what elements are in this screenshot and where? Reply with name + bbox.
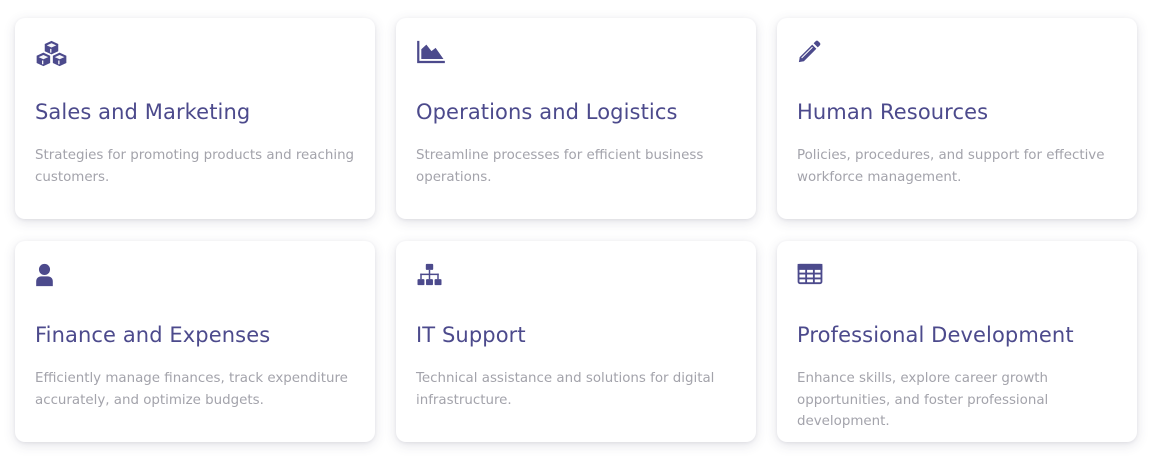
card-title: Human Resources <box>797 100 989 124</box>
card-title: Operations and Logistics <box>416 100 678 124</box>
card-title: Finance and Expenses <box>35 323 271 347</box>
card-operations-and-logistics[interactable]: Operations and Logistics Streamline proc… <box>396 18 756 219</box>
cubes-icon <box>35 40 67 67</box>
table-icon <box>797 263 829 289</box>
card-human-resources[interactable]: Human Resources Policies, procedures, an… <box>777 18 1137 219</box>
sitemap-icon <box>416 263 448 289</box>
card-description: Streamline processes for efficient busin… <box>416 148 704 185</box>
card-description: Strategies for promoting products and re… <box>35 148 355 185</box>
card-professional-development[interactable]: Professional Development Enhance skills,… <box>777 241 1137 442</box>
card-sales-and-marketing[interactable]: Sales and Marketing Strategies for promo… <box>15 18 375 219</box>
card-description: Technical assistance and solutions for d… <box>416 371 715 408</box>
card-it-support[interactable]: IT Support Technical assistance and solu… <box>396 241 756 442</box>
card-finance-and-expenses[interactable]: Finance and Expenses Efficiently manage … <box>15 241 375 442</box>
area-chart-icon <box>416 40 448 66</box>
card-description: Efficiently manage finances, track expen… <box>35 371 348 408</box>
pencil-icon <box>797 40 829 66</box>
card-description: Enhance skills, explore career growth op… <box>797 371 1049 429</box>
card-title: IT Support <box>416 323 526 347</box>
user-icon <box>35 263 67 289</box>
card-title: Professional Development <box>797 323 1074 347</box>
category-card-grid: Sales and Marketing Strategies for promo… <box>15 18 1137 442</box>
card-description: Policies, procedures, and support for ef… <box>797 148 1105 185</box>
card-title: Sales and Marketing <box>35 100 251 124</box>
